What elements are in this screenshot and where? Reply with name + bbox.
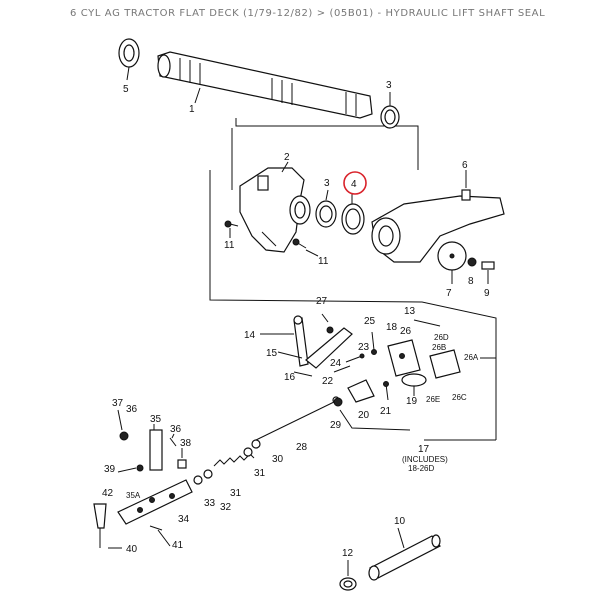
seal-ring-part-5[interactable] [118, 38, 140, 68]
callout-35a: 35A [126, 491, 141, 500]
nut-part-37[interactable] [119, 431, 129, 441]
callout-11-right: 11 [318, 256, 329, 267]
pin-part-14[interactable] [293, 315, 309, 367]
washer-part-7[interactable] [437, 241, 467, 271]
bolt-part-22[interactable] [333, 365, 351, 373]
washer-part-30[interactable] [251, 439, 261, 449]
callout-29: 29 [330, 420, 342, 431]
callout-labels: 5 1 3 2 3 4 6 11 11 7 8 9 27 13 14 25 18… [102, 80, 490, 559]
bolt-part-11-right[interactable] [292, 238, 307, 249]
rod-part-28[interactable] [255, 396, 340, 441]
callout-3-upper: 3 [386, 80, 392, 91]
link-part-35[interactable] [149, 429, 163, 471]
callout-31-upper: 31 [254, 468, 266, 479]
nut-part-29[interactable] [333, 397, 343, 407]
callout-33: 33 [204, 498, 216, 509]
bolt-part-38[interactable] [177, 459, 187, 469]
callout-40: 40 [126, 544, 138, 555]
callout-26c: 26C [452, 393, 467, 402]
callout-19: 19 [406, 396, 418, 407]
callout-26b: 26B [432, 343, 446, 352]
callout-15: 15 [266, 348, 278, 359]
callout-41: 41 [172, 540, 184, 551]
callout-26d: 26D [434, 333, 449, 342]
callout-34: 34 [178, 514, 190, 525]
callout-35: 35 [150, 414, 162, 425]
callout-36: 36 [170, 424, 182, 435]
callout-20: 20 [358, 410, 370, 421]
callout-28: 28 [296, 442, 308, 453]
highlight-ring [343, 171, 367, 195]
callout-32: 32 [220, 502, 232, 513]
pin-part-13[interactable] [413, 319, 441, 327]
callout-17: 17 [418, 444, 430, 455]
pin-part-41[interactable] [149, 525, 163, 531]
seal-ring-part-3-upper[interactable] [380, 105, 400, 129]
lift-crank-part-6[interactable] [371, 189, 505, 263]
callout-11-left: 11 [224, 240, 235, 251]
callout-24: 24 [330, 358, 342, 369]
callout-13: 13 [404, 306, 416, 317]
link-part-34[interactable] [117, 479, 193, 525]
callout-37: 37 [112, 398, 124, 409]
callout-4: 4 [351, 179, 357, 190]
callout-16: 16 [284, 372, 296, 383]
nut-part-8[interactable] [467, 257, 477, 267]
callout-10: 10 [394, 516, 406, 527]
callout-5: 5 [123, 84, 129, 95]
ring-part-12[interactable] [339, 577, 357, 591]
pin-part-25[interactable] [371, 331, 377, 355]
callout-26a: 26A [464, 353, 479, 362]
callout-42: 42 [102, 488, 114, 499]
pin-part-16[interactable] [293, 371, 313, 377]
callout-22: 22 [322, 376, 334, 387]
lift-shaft-part-1[interactable] [157, 51, 373, 119]
callout-38: 38 [180, 438, 192, 449]
washer-part-31-lower[interactable] [203, 469, 213, 479]
bolt-part-21[interactable] [383, 381, 389, 401]
lift-arm-part-2[interactable] [239, 167, 311, 253]
washer-part-33[interactable] [193, 475, 203, 485]
bolt-part-24[interactable] [345, 353, 365, 363]
rod-end-part-42[interactable] [93, 503, 107, 529]
callout-26: 26 [400, 326, 412, 337]
bolt-part-9[interactable] [481, 261, 495, 270]
callout-18: 18 [386, 322, 398, 333]
valve-block-part-18[interactable] [387, 339, 421, 377]
link-part-15[interactable] [305, 326, 353, 369]
callout-31-lower: 31 [230, 488, 242, 499]
callout-3-mid: 3 [324, 178, 330, 189]
includes-line-1: (INCLUDES) [402, 455, 448, 464]
callout-6: 6 [462, 160, 468, 171]
callout-26e: 26E [426, 395, 440, 404]
washer-part-31-upper[interactable] [243, 447, 253, 457]
callout-21: 21 [380, 406, 392, 417]
includes-line-2: 18-26D [408, 464, 434, 473]
callout-8: 8 [468, 276, 474, 287]
callout-30: 30 [272, 454, 284, 465]
callout-27: 27 [316, 296, 328, 307]
plate-part-26[interactable] [429, 349, 461, 379]
breadcrumb: 6 CYL AG TRACTOR FLAT DECK (1/79-12/82) … [70, 8, 546, 19]
callout-23: 23 [358, 342, 370, 353]
callout-7: 7 [446, 288, 452, 299]
callout-2: 2 [284, 152, 290, 163]
cam-part-19[interactable] [401, 373, 427, 387]
pin-part-36[interactable] [169, 437, 177, 447]
seal-part-4[interactable] [341, 203, 365, 235]
callout-36-left: 36 [126, 404, 138, 415]
nut-part-39[interactable] [136, 464, 144, 472]
pin-part-35a[interactable] [149, 497, 155, 503]
bolt-part-11-left[interactable] [224, 220, 239, 228]
block-part-20[interactable] [347, 379, 375, 403]
callout-9: 9 [484, 288, 490, 299]
callout-12: 12 [342, 548, 354, 559]
callout-25: 25 [364, 316, 376, 327]
seal-ring-part-3-mid[interactable] [315, 200, 337, 228]
callout-39: 39 [104, 464, 116, 475]
shaft-part-10[interactable] [368, 534, 441, 581]
callout-1: 1 [189, 104, 195, 115]
callout-14: 14 [244, 330, 256, 341]
